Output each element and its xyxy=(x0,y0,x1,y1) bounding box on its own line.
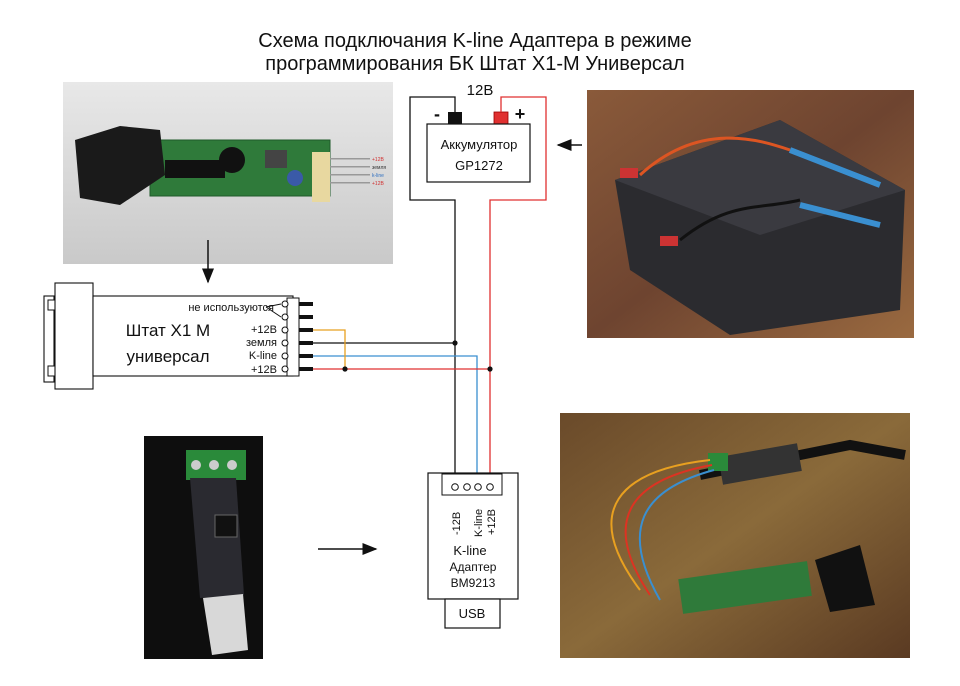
adapter-terminal-block xyxy=(441,473,503,496)
wires xyxy=(300,96,547,484)
pin-label-unused: не используются xyxy=(188,302,274,314)
adapter-pin-label-minus12: -12В xyxy=(451,512,463,535)
adapter-pin-label-kline: K-line xyxy=(473,509,485,537)
pin-label-plus12-a: +12В xyxy=(251,324,277,336)
junction-ground xyxy=(452,340,458,346)
computer-block: Штат X1 М универсал не используются +12В… xyxy=(43,282,313,390)
battery-name: Аккумулятор xyxy=(441,137,518,152)
junction-jumper xyxy=(342,366,348,372)
usb-label: USB xyxy=(459,606,486,621)
connector-body xyxy=(286,297,300,377)
pin-label-plus12-b: +12В xyxy=(251,364,277,376)
arrow-unused-2 xyxy=(265,306,282,318)
photo-label-ground: земля xyxy=(372,165,386,171)
photo-usb-adapter xyxy=(144,436,263,659)
photo-assembled xyxy=(560,413,910,658)
photo-label-kline: k-line xyxy=(372,173,384,179)
adapter-pin-2 xyxy=(463,483,471,491)
wire-ground-battery xyxy=(409,96,456,484)
wire-kline xyxy=(300,355,478,484)
title-line-1: Схема подключания K-line Адаптера в режи… xyxy=(258,30,691,52)
wire-jumper xyxy=(300,329,346,369)
adapter-block: -12В K-line +12В K-line Адаптер BM9213 U… xyxy=(427,472,519,629)
battery-voltage: 12В xyxy=(467,82,494,99)
battery-minus-sign: - xyxy=(434,104,440,124)
adapter-pin-3 xyxy=(474,483,482,491)
computer-name-line-1: Штат X1 М xyxy=(126,321,210,340)
junction-plus xyxy=(487,366,493,372)
battery-terminal-minus xyxy=(448,112,462,124)
arrow-unused-1 xyxy=(265,303,282,308)
battery-box xyxy=(426,123,531,183)
wire-plus-battery xyxy=(489,96,547,484)
battery-plus-sign: + xyxy=(515,104,526,124)
arrows xyxy=(202,139,582,555)
battery-model: GP1272 xyxy=(455,158,503,173)
photo-battery xyxy=(587,90,914,338)
connector-pins xyxy=(281,300,313,373)
adapter-name-line-2: Адаптер xyxy=(450,560,497,574)
pin-label-ground: земля xyxy=(246,337,277,349)
adapter-pin-4 xyxy=(486,483,494,491)
computer-left-box xyxy=(54,282,94,390)
adapter-model: BM9213 xyxy=(451,576,496,590)
photo-computer-board: +12В земля k-line +12В xyxy=(63,82,393,264)
photo-label-plus12-bottom: +12В xyxy=(372,181,384,187)
adapter-pin-1 xyxy=(451,483,459,491)
photo-label-plus12-top: +12В xyxy=(372,157,384,163)
adapter-pin-label-plus12: +12В xyxy=(486,509,498,535)
usb-plug xyxy=(444,598,501,629)
adapter-name-line-1: K-line xyxy=(453,543,486,558)
pin-label-kline: K-line xyxy=(249,350,277,362)
computer-name-line-2: универсал xyxy=(126,347,209,366)
battery-terminal-plus xyxy=(493,111,509,125)
title-line-2: программирования БК Штат Х1-М Универсал xyxy=(265,53,684,75)
computer-side-tab xyxy=(43,295,55,383)
computer-main-box xyxy=(92,295,294,377)
battery-block: 12В - + Аккумулятор GP1272 xyxy=(426,82,531,183)
